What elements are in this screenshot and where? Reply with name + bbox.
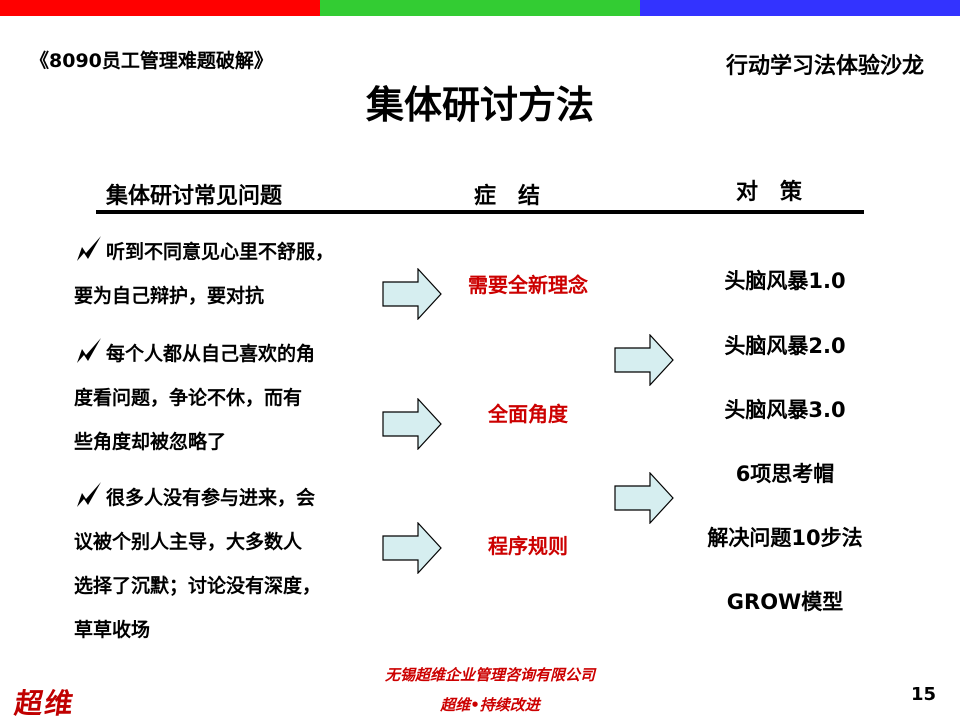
problem-line: 选择了沉默；讨论没有深度， bbox=[74, 575, 322, 597]
header-divider bbox=[96, 210, 864, 214]
problem-line: 度看问题，争论不休，而有 bbox=[74, 387, 303, 409]
problem-line: 些角度却被忽略了 bbox=[74, 431, 227, 453]
column-header-problems: 集体研讨常见问题 bbox=[106, 184, 283, 209]
problem-item-2: 每个人都从自己喜欢的角 度看问题，争论不休，而有 些角度却被忽略了 bbox=[74, 332, 394, 464]
problem-item-1: 听到不同意见心里不舒服， 要为自己辩护，要对抗 bbox=[74, 230, 394, 318]
strategy-5: 解决问题10步法 bbox=[707, 526, 863, 550]
right-arrow-icon bbox=[382, 398, 442, 450]
strategy-2: 头脑风暴2.0 bbox=[724, 334, 846, 358]
problem-line: 议被个别人主导，大多数人 bbox=[74, 531, 303, 553]
problem-line: 很多人没有参与进来，会 bbox=[106, 487, 316, 509]
right-arrow-icon bbox=[614, 472, 674, 524]
symptom-1: 需要全新理念 bbox=[468, 273, 588, 297]
column-header-strategies: 对 策 bbox=[736, 180, 803, 205]
problem-line: 草草收场 bbox=[74, 619, 151, 641]
strategy-6: GROW模型 bbox=[726, 590, 844, 614]
problem-line: 每个人都从自己喜欢的角 bbox=[106, 343, 316, 365]
checkmark-icon bbox=[77, 236, 101, 261]
right-arrow-icon bbox=[614, 334, 674, 386]
salon-title: 行动学习法体验沙龙 bbox=[725, 54, 924, 79]
problem-line: 要为自己辩护，要对抗 bbox=[74, 285, 265, 307]
top-bar-red bbox=[0, 0, 320, 16]
top-bar-green bbox=[320, 0, 640, 16]
book-title: 《8090员工管理难题破解》 bbox=[30, 50, 273, 72]
column-header-symptoms: 症 结 bbox=[474, 184, 541, 209]
problem-line: 听到不同意见心里不舒服， bbox=[106, 241, 335, 263]
problem-item-3: 很多人没有参与进来，会 议被个别人主导，大多数人 选择了沉默；讨论没有深度， 草… bbox=[74, 476, 394, 652]
strategy-4: 6项思考帽 bbox=[735, 462, 835, 486]
strategy-3: 头脑风暴3.0 bbox=[724, 398, 846, 422]
right-arrow-icon bbox=[382, 522, 442, 574]
slide-title: 集体研讨方法 bbox=[365, 83, 594, 127]
checkmark-icon bbox=[77, 338, 101, 363]
symptom-3: 程序规则 bbox=[488, 534, 568, 558]
page-number: 15 bbox=[910, 684, 936, 705]
top-bar-blue bbox=[640, 0, 960, 16]
checkmark-icon bbox=[77, 482, 101, 507]
strategy-1: 头脑风暴1.0 bbox=[724, 269, 846, 293]
symptom-2: 全面角度 bbox=[488, 402, 568, 426]
company-name: 无锡超维企业管理咨询有限公司 bbox=[384, 666, 595, 684]
right-arrow-icon bbox=[382, 268, 442, 320]
company-motto: 超维•持续改进 bbox=[440, 696, 540, 714]
top-color-bar bbox=[0, 0, 960, 16]
